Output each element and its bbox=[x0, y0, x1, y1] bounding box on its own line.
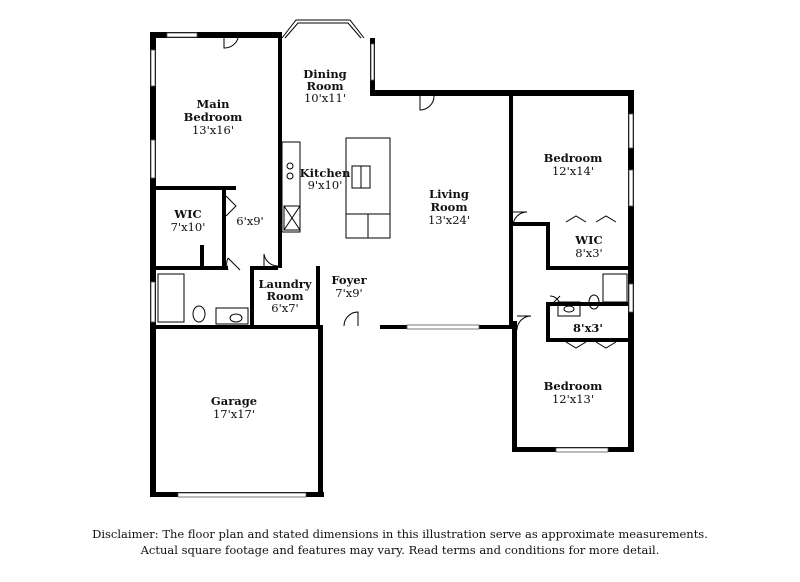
main-bedroom-name-2: Bedroom bbox=[184, 110, 243, 124]
fixtures bbox=[157, 137, 628, 325]
bedroom-bottom-name: Bedroom bbox=[544, 379, 603, 393]
laundry-room-name: Laundry bbox=[258, 277, 311, 291]
bedroom-top-dims: 12'x14' bbox=[552, 164, 594, 178]
disclaimer: Disclaimer: The floor plan and stated di… bbox=[0, 526, 800, 558]
garage-dims: 17'x17' bbox=[213, 407, 255, 421]
foyer-name: Foyer bbox=[331, 273, 367, 287]
disclaimer-line-2: Actual square footage and features may v… bbox=[140, 543, 660, 557]
wic-left-name: WIC bbox=[173, 207, 201, 221]
laundry-room-name-2: Room bbox=[266, 289, 303, 303]
main-bedroom-name: Main bbox=[197, 97, 231, 111]
wic-right-dims: 8'x3' bbox=[575, 246, 602, 260]
living-room-name-2: Room bbox=[430, 200, 467, 214]
laundry-room-dims: 6'x7' bbox=[271, 301, 298, 315]
wic-right-name: WIC bbox=[574, 233, 602, 247]
bedroom-top-name: Bedroom bbox=[544, 151, 603, 165]
bay-window bbox=[281, 19, 365, 39]
doors bbox=[223, 37, 617, 349]
main-bath-dims: 6'x9' bbox=[236, 214, 263, 228]
living-room-dims: 13'x24' bbox=[428, 213, 470, 227]
wic-left-dims: 7'x10' bbox=[171, 220, 206, 234]
room-labels: Main Bedroom 13'x16' Dining Room 10'x11'… bbox=[171, 67, 603, 421]
disclaimer-line-1: Disclaimer: The floor plan and stated di… bbox=[92, 527, 708, 541]
dining-room-name-2: Room bbox=[306, 79, 343, 93]
dining-room-name: Dining bbox=[303, 67, 346, 81]
main-bedroom-dims: 13'x16' bbox=[192, 123, 234, 137]
bedroom-bottom-dims: 12'x13' bbox=[552, 392, 594, 406]
living-room-name: Living bbox=[429, 187, 469, 201]
floor-plan: Main Bedroom 13'x16' Dining Room 10'x11'… bbox=[150, 19, 634, 498]
foyer-dims: 7'x9' bbox=[335, 286, 362, 300]
kitchen-dims: 9'x10' bbox=[308, 178, 343, 192]
windows bbox=[150, 32, 634, 498]
dining-room-dims: 10'x11' bbox=[304, 91, 346, 105]
garage-name: Garage bbox=[211, 394, 257, 408]
right-bath-dims: 8'x3' bbox=[573, 321, 603, 335]
kitchen-name: Kitchen bbox=[300, 166, 351, 180]
